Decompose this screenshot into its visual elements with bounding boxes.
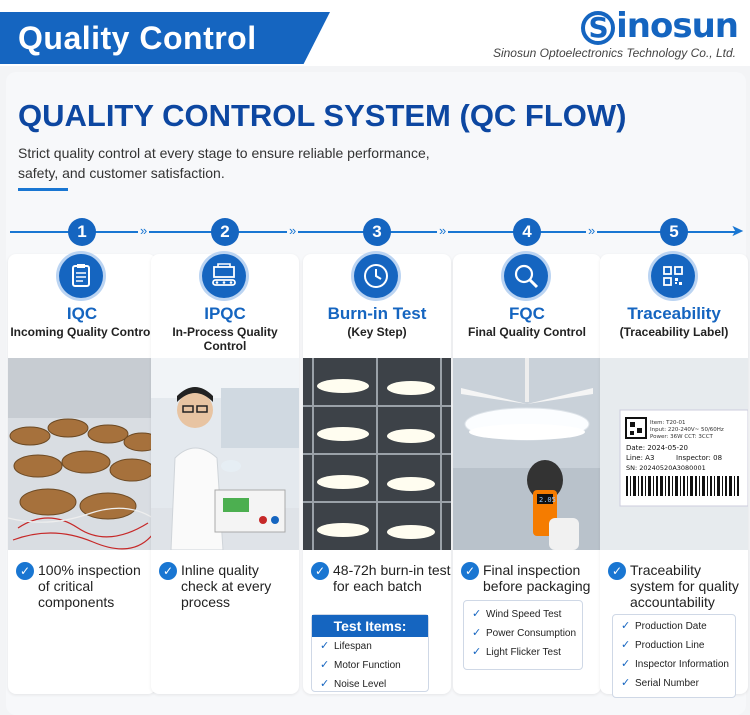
step-card: FQC Final Quality Control 2.05 ✓ Final i… <box>453 254 601 694</box>
title-underline <box>18 188 68 191</box>
step-desc: Final Quality Control <box>467 325 586 339</box>
list-item: ✓Motor Function <box>312 656 428 675</box>
list-item: ✓Production Date <box>613 617 735 636</box>
page-subtitle: Strict quality control at every stage to… <box>18 145 430 181</box>
step-burn-in: 3 Burn-in Test (Key Step) ✓ 48-72h burn-… <box>303 218 451 696</box>
step-number: 1 <box>68 218 96 246</box>
step-caption: Traceability system for quality accounta… <box>630 562 739 610</box>
logo-text: inosun <box>616 6 739 46</box>
label-sn: SN: 20240520A3080001 <box>626 464 706 472</box>
step-number: 5 <box>660 218 688 246</box>
step-caption: Inline quality check at every process <box>181 562 272 610</box>
check-icon: ✓ <box>621 677 631 689</box>
list-item: ✓Power Consumption <box>464 624 582 643</box>
list-item: ✓Light Flicker Test <box>464 643 582 662</box>
step-title: IPQC <box>204 304 246 323</box>
step-desc: (Key Step) <box>347 325 407 339</box>
test-items-title: Test Items: <box>312 615 428 637</box>
check-icon: ✓ <box>16 562 34 580</box>
check-icon: ✓ <box>621 620 631 632</box>
arrow-right-icon: ➤ <box>730 223 744 240</box>
step-traceability: 5 Traceability (Traceability Label) Item… <box>600 218 748 698</box>
title-banner <box>0 12 330 64</box>
label-item: Item: T20-01 <box>650 420 685 426</box>
check-icon: ✓ <box>472 608 482 620</box>
component-photo <box>8 358 156 550</box>
clock-icon <box>354 254 398 298</box>
list-item: ✓Production Line <box>613 636 735 655</box>
check-icon: ✓ <box>461 562 479 580</box>
check-icon: ✓ <box>320 678 330 690</box>
step-iqc: 1 IQC Incoming Quality Control ✓ <box>8 218 156 696</box>
label-line: Line: A3 <box>626 454 654 462</box>
step-ipqc: 2 IPQC In-Process Quality Control ✓ <box>151 218 299 696</box>
banner-title: Quality Control <box>18 20 257 56</box>
check-icon: ✓ <box>472 627 482 639</box>
list-item: ✓Wind Speed Test <box>464 605 582 624</box>
logo-s-icon: S <box>581 11 616 45</box>
check-icon: ✓ <box>621 639 631 651</box>
step-card: IPQC In-Process Quality Control ✓ Inline… <box>151 254 299 694</box>
magnifier-icon <box>504 254 548 298</box>
chevron-double-icon: » <box>586 223 598 238</box>
step-caption: 100% inspection of critical components <box>38 562 141 610</box>
label-inspector: Inspector: 08 <box>676 454 722 462</box>
step-title: FQC <box>509 304 545 323</box>
check-icon: ✓ <box>320 640 330 652</box>
label-photo: Item: T20-01 Input: 220-240V~ 50/60Hz Po… <box>600 358 748 550</box>
burn-in-rack-photo <box>303 358 451 550</box>
list-item: ✓Noise Level <box>312 675 428 694</box>
step-caption: Final inspection before packaging <box>483 562 591 594</box>
chevron-double-icon: » <box>138 223 150 238</box>
step-card: Burn-in Test (Key Step) ✓ 48-72h burn-in… <box>303 254 451 694</box>
step-desc: (Traceability Label) <box>619 325 729 339</box>
production-line-icon <box>202 254 246 298</box>
fqc-test-list: ✓Wind Speed Test ✓Power Consumption ✓Lig… <box>463 600 583 670</box>
step-card: Traceability (Traceability Label) Item: … <box>600 254 748 698</box>
check-icon: ✓ <box>311 562 329 580</box>
clipboard-checklist-icon <box>59 254 103 298</box>
step-desc: Incoming Quality Control <box>10 325 154 339</box>
company-name: Sinosun Optoelectronics Technology Co., … <box>492 46 736 60</box>
step-desc: In-Process Quality Control <box>172 325 278 353</box>
check-icon: ✓ <box>621 658 631 670</box>
inspector-photo <box>151 358 299 550</box>
step-fqc: 4 FQC Final Quality Control 2.05 ✓ Final… <box>453 218 601 696</box>
step-number: 3 <box>363 218 391 246</box>
label-date: Date: 2024-05-20 <box>626 444 688 452</box>
step-title: Traceability <box>627 304 721 323</box>
check-icon: ✓ <box>320 659 330 671</box>
check-icon: ✓ <box>472 646 482 658</box>
step-number: 2 <box>211 218 239 246</box>
list-item: ✓Lifespan <box>312 637 428 656</box>
step-title: IQC <box>66 304 98 323</box>
label-input: Input: 220-240V~ 50/60Hz <box>650 427 724 433</box>
list-item: ✓Serial Number <box>613 674 735 693</box>
step-caption: 48-72h burn-in test for each batch <box>333 562 451 594</box>
list-item: ✓Inspector Information <box>613 655 735 674</box>
chevron-double-icon: » <box>287 223 299 238</box>
meter-readout: 2.05 <box>539 496 556 504</box>
step-number: 4 <box>513 218 541 246</box>
chevron-double-icon: » <box>437 223 449 238</box>
step-card: IQC Incoming Quality Control ✓ 100% insp… <box>8 254 156 694</box>
check-icon: ✓ <box>159 562 177 580</box>
qr-code-icon <box>651 254 695 298</box>
page-title: QUALITY CONTROL SYSTEM (QC FLOW) <box>18 98 627 133</box>
traceability-list: ✓Production Date ✓Production Line ✓Inspe… <box>612 614 736 698</box>
fan-test-photo: 2.05 <box>453 358 601 550</box>
check-icon: ✓ <box>608 562 626 580</box>
label-power: Power: 36W CCT: 3CCT <box>650 434 714 440</box>
test-items-box: Test Items: ✓Lifespan ✓Motor Function ✓N… <box>311 614 429 692</box>
step-title: Burn-in Test <box>327 304 427 323</box>
